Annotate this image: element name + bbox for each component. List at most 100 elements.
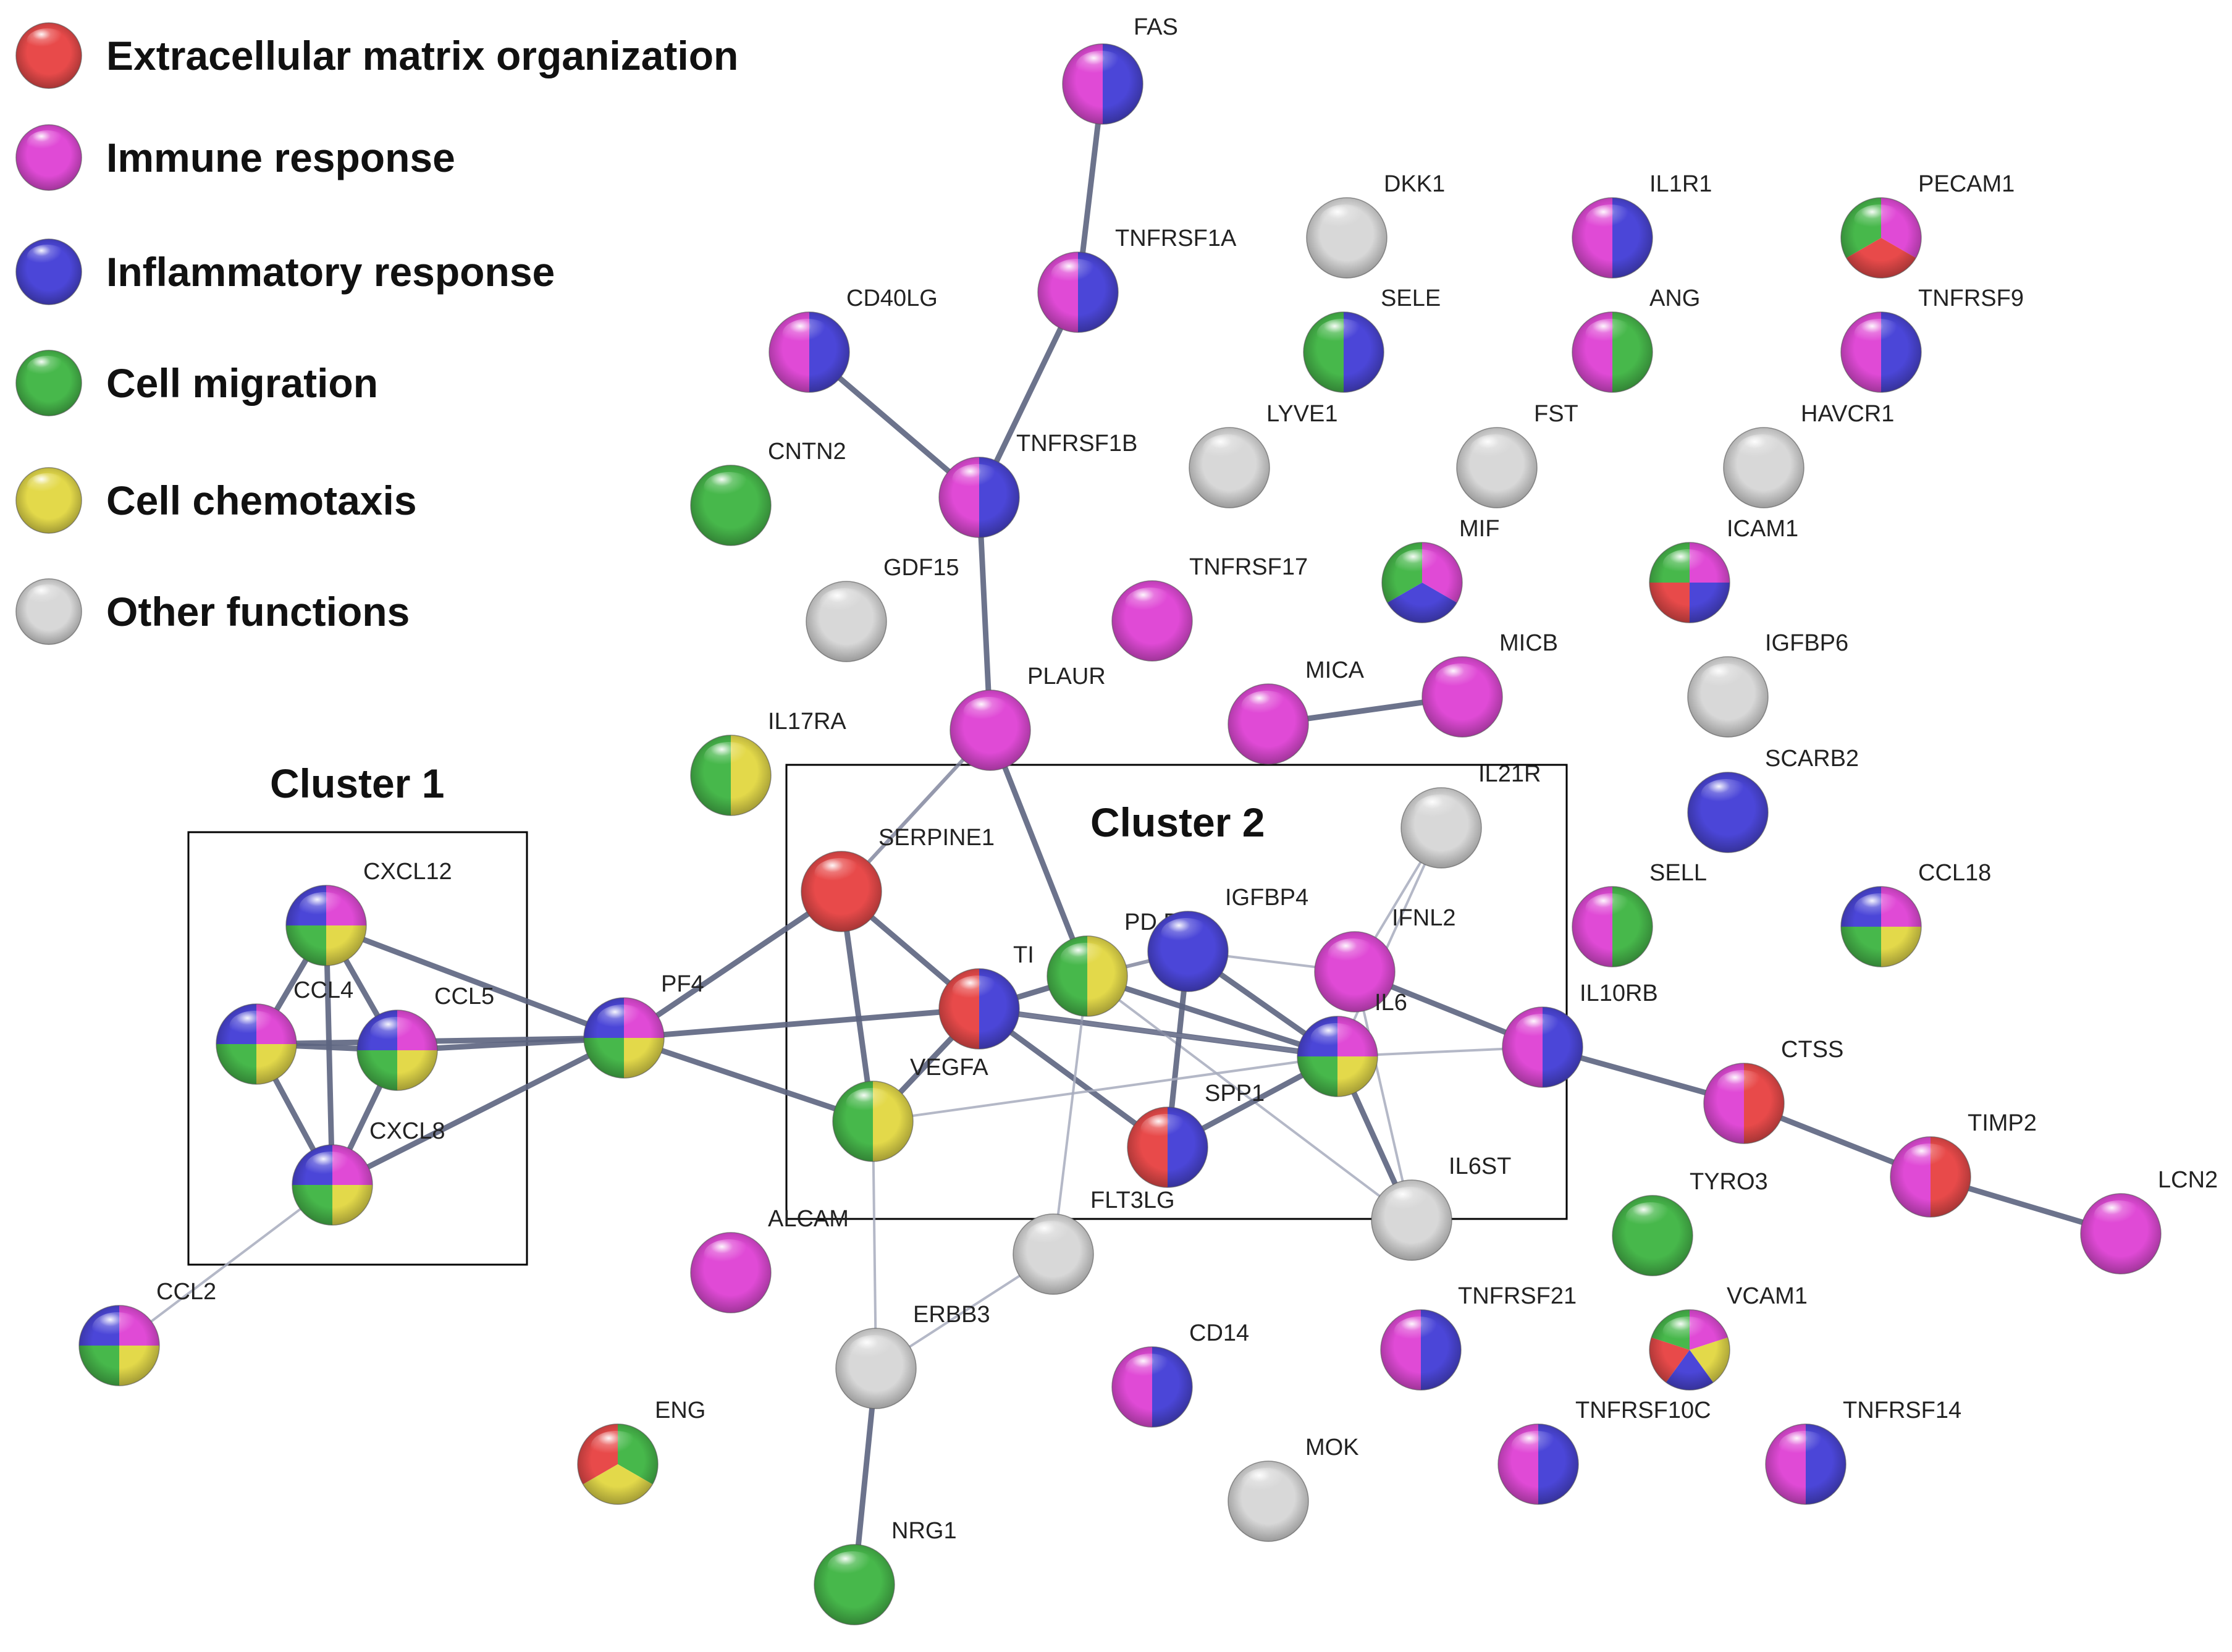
node-mica-outline (1228, 683, 1309, 765)
legend-ball-inflammatory-icon (15, 238, 82, 305)
legend-ball-chemotaxis-icon (15, 467, 82, 534)
node-il1r1 (1572, 197, 1653, 279)
legend-ball-migration-highlight (27, 355, 68, 381)
node-pecam1 (1840, 197, 1922, 279)
edge-vegfa-erbb3 (872, 1120, 877, 1370)
node-igfbp4-label: IGFBP4 (1225, 885, 1308, 911)
node-gdf15-outline (806, 581, 887, 662)
node-pf4 (583, 997, 665, 1079)
node-flt3lg-highlight (1026, 1221, 1077, 1252)
node-ctss (1703, 1063, 1785, 1144)
legend-ball-immune (15, 124, 82, 191)
node-il10rb (1502, 1006, 1583, 1088)
node-cxcl8-outline (292, 1144, 373, 1226)
legend-ball-immune-icon (15, 124, 82, 191)
node-ang-highlight (1585, 319, 1636, 350)
node-cd40lg (769, 311, 850, 393)
node-micb-label: MICB (1499, 630, 1558, 656)
cluster-1-title: Cluster 1 (270, 761, 445, 806)
edge-pf4-timp1 (621, 1006, 982, 1041)
node-tnfrsf17-outline (1111, 580, 1193, 662)
node-mok (1228, 1460, 1309, 1542)
node-timp2-highlight (1903, 1144, 1954, 1174)
node-erbb3 (835, 1328, 917, 1409)
node-cntn2-label: CNTN2 (768, 439, 846, 465)
node-timp1 (938, 968, 1020, 1050)
node-sell-label: SELL (1649, 860, 1707, 886)
node-timp1-label: TI (1013, 942, 1034, 968)
legend-ball-inflam-highlight (27, 244, 68, 270)
node-cntn2-highlight (704, 472, 754, 503)
node-cxcl8 (292, 1144, 373, 1226)
node-sell-highlight (1585, 893, 1636, 924)
node-il21r-outline (1400, 787, 1482, 869)
node-vegfa-label: VEGFA (910, 1055, 988, 1081)
node-lcn2 (2080, 1193, 2162, 1275)
node-serpine1-highlight (814, 858, 865, 889)
legend-ball-ecm-highlight (27, 28, 68, 54)
node-cxcl12-highlight (299, 892, 350, 923)
edge-cxcl12-cxcl8 (323, 922, 335, 1188)
node-timp1-highlight (952, 976, 1003, 1006)
node-fst (1456, 427, 1538, 508)
node-cd14 (1111, 1346, 1193, 1428)
legend-item-inflammatory: Inflammatory response (12, 232, 555, 312)
node-spp1-highlight (1140, 1114, 1191, 1145)
node-fas-label: FAS (1134, 14, 1178, 40)
node-micb (1421, 656, 1503, 738)
node-icam1-label: ICAM1 (1727, 516, 1798, 542)
node-il6 (1297, 1016, 1378, 1097)
node-havcr1 (1723, 427, 1805, 508)
node-ifnl2-outline (1314, 931, 1396, 1013)
node-sele-label: SELE (1381, 285, 1441, 311)
node-il1r1-outline (1572, 197, 1653, 279)
legend-label-inflammatory: Inflammatory response (106, 249, 555, 295)
node-ctss-highlight (1717, 1070, 1767, 1101)
legend-item-ecm: Extracellular matrix organization (12, 15, 738, 96)
node-igfbp6 (1687, 656, 1769, 738)
node-serpine1 (801, 851, 882, 932)
node-alcam (690, 1232, 772, 1313)
node-flt3lg (1013, 1213, 1094, 1295)
node-spp1-label: SPP1 (1205, 1081, 1265, 1106)
node-il6-highlight (1310, 1023, 1361, 1054)
node-tnfrsf21-highlight (1394, 1317, 1444, 1347)
legend-ball-migration (15, 350, 82, 416)
node-tnfrsf14-label: TNFRSF14 (1843, 1397, 1961, 1423)
node-tnfrsf1a (1037, 251, 1119, 333)
node-erbb3-highlight (849, 1335, 899, 1366)
edge-il6-timp1 (977, 1007, 1339, 1058)
node-plaur-label: PLAUR (1027, 664, 1106, 689)
legend-ball-chemotaxis (15, 467, 82, 534)
edge-il6-vegfa (872, 1055, 1339, 1123)
node-ifnl2-label: IFNL2 (1392, 905, 1455, 931)
node-il6-label: IL6 (1375, 990, 1407, 1016)
node-scarb2-outline (1687, 772, 1769, 853)
node-vcam1-highlight (1662, 1317, 1713, 1347)
legend-ball-other (15, 578, 82, 645)
legend-ball-other-outline (15, 578, 82, 645)
node-vegfa (832, 1081, 914, 1162)
legend-item-other: Other functions (12, 571, 410, 652)
node-fst-label: FST (1534, 401, 1578, 427)
node-timp2 (1890, 1136, 1971, 1218)
node-serpine1-outline (801, 851, 882, 932)
legend-item-chemotaxis: Cell chemotaxis (12, 460, 417, 541)
node-alcam-outline (690, 1232, 772, 1313)
node-tnfrsf21-label: TNFRSF21 (1458, 1283, 1577, 1309)
node-il21r-label: IL21R (1478, 761, 1541, 787)
node-dkk1 (1306, 197, 1388, 279)
edge-pdgfb-il6 (1084, 973, 1341, 1060)
node-tnfrsf10c-highlight (1511, 1431, 1562, 1462)
node-lcn2-label: LCN2 (2158, 1167, 2218, 1193)
node-tnfrsf1a-label: TNFRSF1A (1115, 225, 1237, 251)
node-ctss-outline (1703, 1063, 1785, 1144)
node-alcam-label: ALCAM (768, 1206, 849, 1232)
node-cntn2 (690, 465, 772, 546)
node-ccl5 (356, 1009, 438, 1091)
node-timp2-label: TIMP2 (1968, 1110, 2037, 1136)
legend-ball-chemotaxis-outline (15, 467, 82, 534)
node-tnfrsf1b-highlight (952, 464, 1003, 495)
node-nrg1-outline (814, 1544, 895, 1625)
